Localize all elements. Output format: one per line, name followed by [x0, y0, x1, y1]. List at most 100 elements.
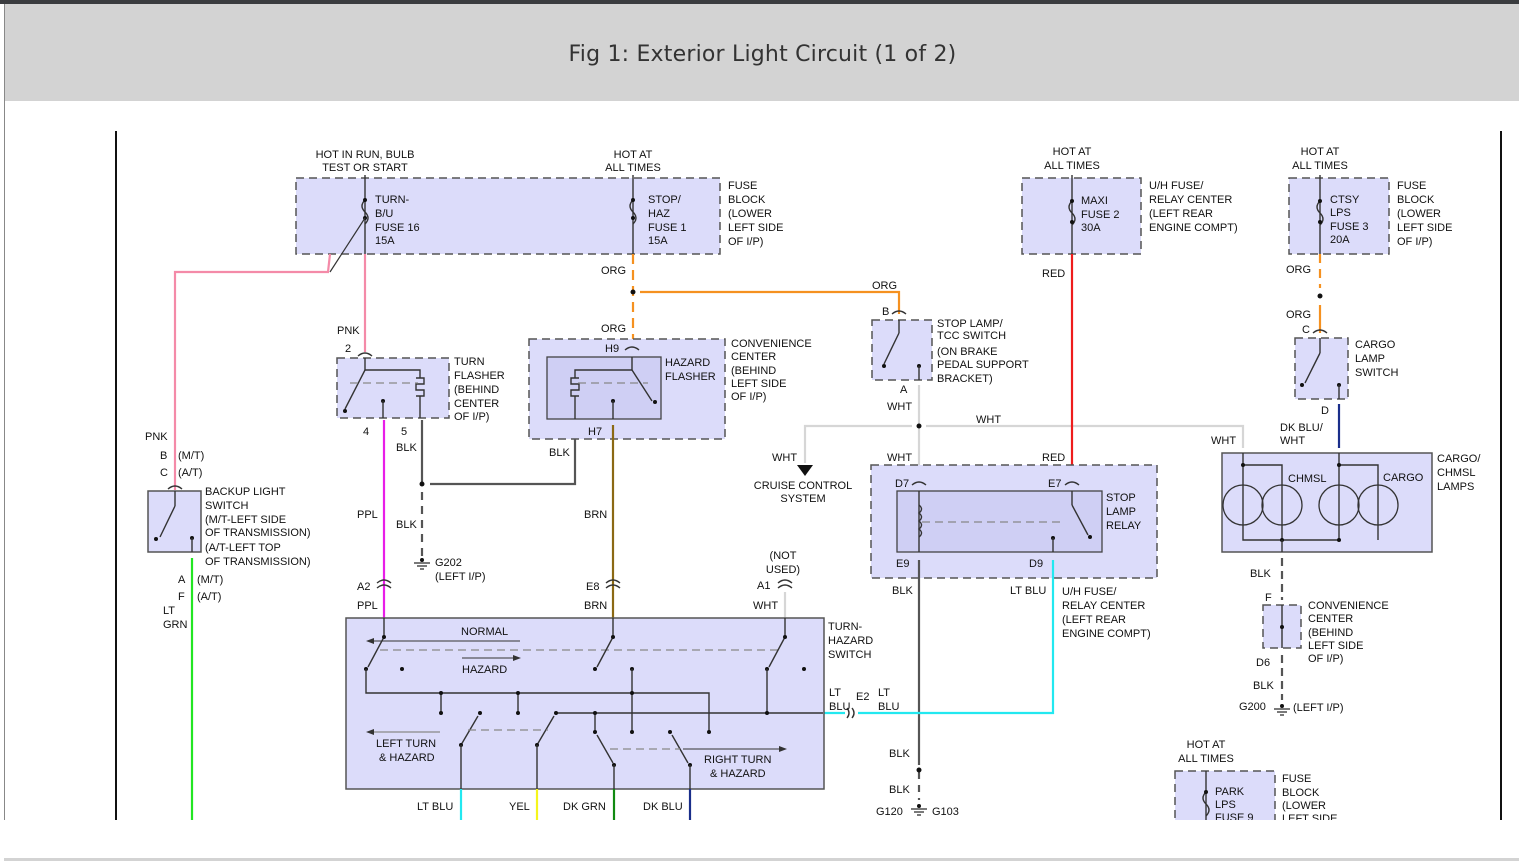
- output-wires: LT BLU YEL DK GRN DK BLU: [417, 789, 692, 820]
- ctsy-fuse: HOT AT ALL TIMES CTSY LPS FUSE 3 20A FUS…: [1288, 146, 1452, 255]
- diagram-label: WHT: [1211, 435, 1236, 447]
- wire-segment: [1304, 352, 1321, 384]
- diagram-label: F: [178, 591, 185, 603]
- connector-symbol: [846, 707, 855, 719]
- diagram-label: CONVENIENCE: [1308, 600, 1389, 612]
- junction-dot: [1241, 463, 1245, 467]
- diagram-label: D7: [895, 478, 909, 490]
- diagram-label: E9: [896, 558, 909, 570]
- diagram-label: LEFT SIDE: [1397, 222, 1452, 234]
- diagram-label: LEFT SIDE: [728, 222, 783, 234]
- connector-symbol: [376, 579, 392, 589]
- wire-segment: [1339, 464, 1379, 540]
- diagram-label: ORG: [872, 280, 897, 292]
- diagram-label: (LOWER: [1282, 800, 1326, 812]
- figure-header: Fig 1: Exterior Light Circuit (1 of 2): [4, 4, 1519, 101]
- diagram-label: LEFT SIDE: [731, 378, 786, 390]
- diagram-label: BACKUP LIGHT: [205, 486, 286, 498]
- component-box: [1294, 337, 1349, 400]
- junction-dot: [1280, 625, 1284, 629]
- diagram-label: BLU: [878, 701, 899, 713]
- diagram-label: HOT AT: [1187, 739, 1226, 751]
- connector-symbol: [1064, 481, 1080, 486]
- diagram-label: TURN-: [828, 621, 863, 633]
- wire-ppl: PPL A2 PPL: [357, 420, 392, 618]
- diagram-label: (NOT: [770, 550, 797, 562]
- diagram-label: BLU: [829, 701, 850, 713]
- diagram-label: (M/T): [197, 574, 223, 586]
- wire-ltblu: LT BLU LT BLU E2 LT BLU: [823, 560, 1055, 719]
- hot-always-label: ALL TIMES: [605, 162, 661, 174]
- diagram-label: RELAY CENTER: [1062, 600, 1145, 612]
- park-fuse: HOT AT ALL TIMES PARK LPS FUSE 9 FUSE BL…: [1174, 739, 1337, 832]
- diagram-label: DK BLU/: [1280, 422, 1324, 434]
- diagram-label: FUSE 2: [1081, 209, 1120, 221]
- diagram-label: PNK: [337, 325, 360, 337]
- junction-dot: [653, 400, 657, 404]
- junction-dot: [400, 667, 404, 671]
- wire-segment: [367, 636, 385, 668]
- diagram-label: HAZARD: [665, 357, 710, 369]
- diagram-label: SWITCH: [1355, 367, 1398, 379]
- diagram-label: PARK: [1215, 786, 1245, 798]
- diagram-label: BRN: [584, 509, 607, 521]
- junction-dot: [630, 289, 636, 295]
- diagram-label: C: [160, 467, 168, 479]
- junction-dot: [765, 711, 769, 715]
- wire-segment: [768, 636, 786, 668]
- wire-dkblu-wht: DK BLU/ WHT: [1280, 404, 1341, 448]
- junction-dot: [593, 730, 597, 734]
- diagram-label: (LEFT I/P): [435, 571, 486, 583]
- wire-segment: [430, 425, 577, 486]
- bottom-clip: [0, 820, 1519, 861]
- junction-dot: [1337, 538, 1341, 542]
- diagram-label: BLOCK: [1397, 194, 1435, 206]
- diagram-label: RELAY: [1106, 520, 1142, 532]
- diagram-label: RELAY CENTER: [1149, 194, 1232, 206]
- junction-dot: [1070, 220, 1074, 224]
- diagram-label: BLK: [889, 748, 910, 760]
- diagram-label: LEFT SIDE: [1308, 640, 1363, 652]
- ground-g120: G120: [876, 806, 903, 818]
- wire-wht: WHT WHT WHT WHT WHT CRUISE CONTROL SYSTE…: [754, 385, 1245, 505]
- wire-wht-a1: (NOT USED) A1 WHT: [753, 550, 800, 618]
- wire-blk-g202: BLK BLK G202 (LEFT I/P) BLK: [396, 420, 577, 583]
- diagram-label: WHT: [1280, 435, 1305, 447]
- wire-segment: [803, 424, 912, 463]
- junction-dot: [382, 635, 386, 639]
- diagram-label: NORMAL: [461, 626, 508, 638]
- diagram-label: ORG: [1286, 264, 1311, 276]
- junction-dot: [593, 667, 597, 671]
- diagram-label: (LEFT REAR: [1149, 208, 1213, 220]
- diagram-label: E8: [586, 581, 599, 593]
- figure-title: Fig 1: Exterior Light Circuit (1 of 2): [568, 42, 957, 67]
- fuse-icon: [1316, 200, 1324, 226]
- diagram-label: DK BLU: [643, 801, 683, 813]
- diagram-label: CARGO/: [1437, 453, 1481, 465]
- diagram-label: LPS: [1215, 799, 1236, 811]
- window-top-bar: [0, 0, 1519, 4]
- diagram-label: (LEFT I/P): [1293, 702, 1344, 714]
- junction-dot: [916, 423, 922, 429]
- fuse1-label: 15A: [648, 235, 668, 247]
- diagram-label: & HAZARD: [710, 768, 766, 780]
- diagram-label: (LEFT REAR: [1062, 614, 1126, 626]
- diagram-label: RIGHT TURN: [704, 754, 771, 766]
- junction-dot: [631, 198, 635, 202]
- diagram-label: 4: [363, 426, 369, 438]
- diagram-label: PEDAL SUPPORT: [937, 359, 1029, 371]
- diagram-label: BRN: [584, 600, 607, 612]
- ground-g202: G202: [435, 557, 462, 569]
- component-box: [1288, 177, 1390, 255]
- diagram-label: FUSE: [728, 180, 757, 192]
- diagram-label: F: [1265, 592, 1272, 604]
- diagram-label: YEL: [509, 801, 530, 813]
- diagram-label: FLASHER: [665, 371, 716, 383]
- stop-lamp-relay: D7 E7 E9 D9 STOP LAMP RELAY U/H FUSE/ RE…: [870, 464, 1158, 640]
- diagram-label: RED: [1042, 452, 1065, 464]
- arrow-right-icon: [513, 655, 521, 661]
- diagram-label: MAXI: [1081, 195, 1108, 207]
- diagram-label: BLK: [1253, 680, 1274, 692]
- diagram-label: OF I/P): [728, 236, 763, 248]
